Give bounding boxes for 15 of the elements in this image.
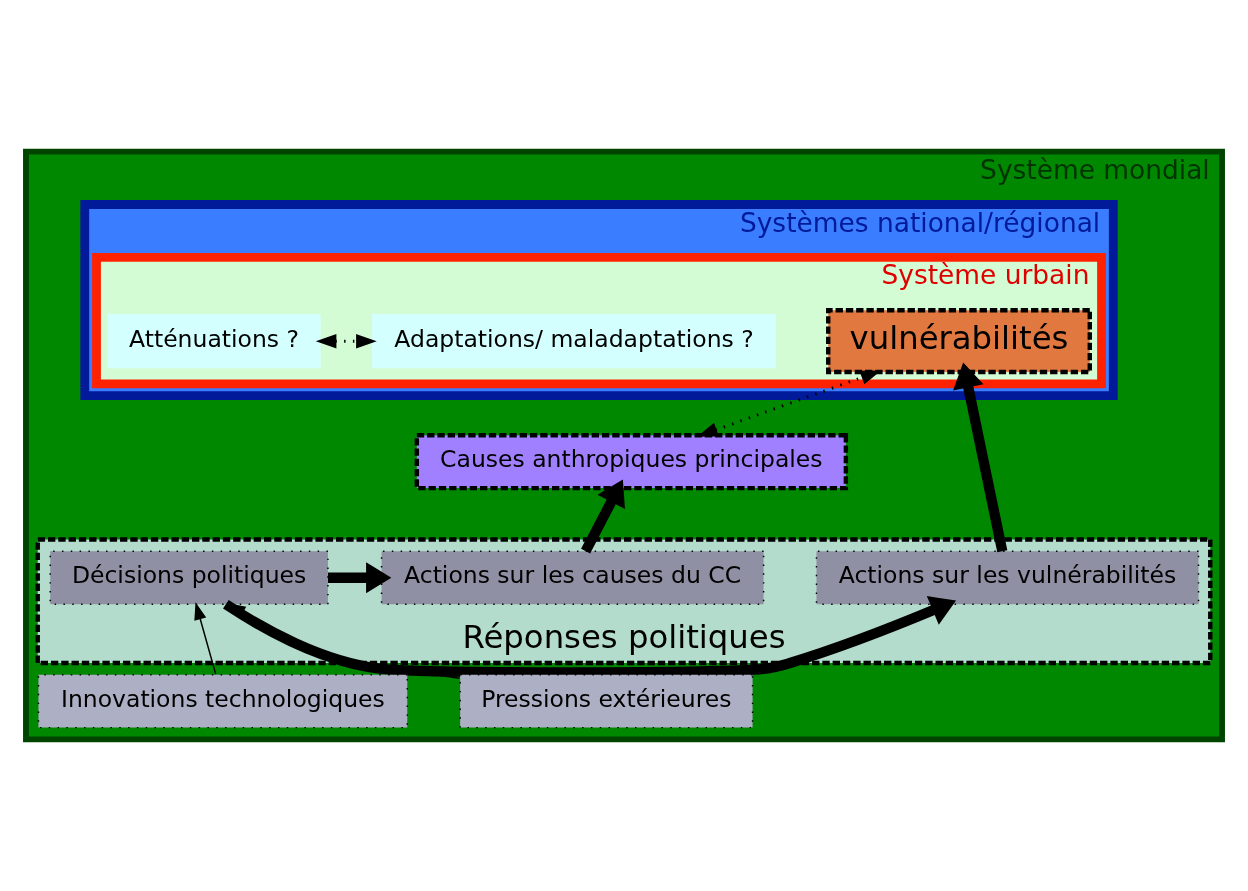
arrow <box>315 333 377 349</box>
arrow <box>953 362 1008 553</box>
arrow <box>328 562 392 594</box>
node-box: Innovations technologiques <box>37 674 408 729</box>
node-box: Actions sur les causes du CC <box>380 550 765 605</box>
arrow <box>194 602 217 675</box>
arrow <box>223 596 957 678</box>
node-box: Décisions politiques <box>49 550 329 605</box>
node-box: Causes anthropiques principales <box>414 433 849 491</box>
node-box: Adaptations/ maladaptations ? <box>372 314 777 369</box>
node-box: Actions sur les vulnérabilités <box>815 550 1200 605</box>
node-box: Pressions extérieures <box>459 674 754 729</box>
node-box: vulnérabilités <box>826 308 1092 375</box>
node-box: Atténuations ? <box>107 314 321 369</box>
arrow <box>581 479 625 554</box>
